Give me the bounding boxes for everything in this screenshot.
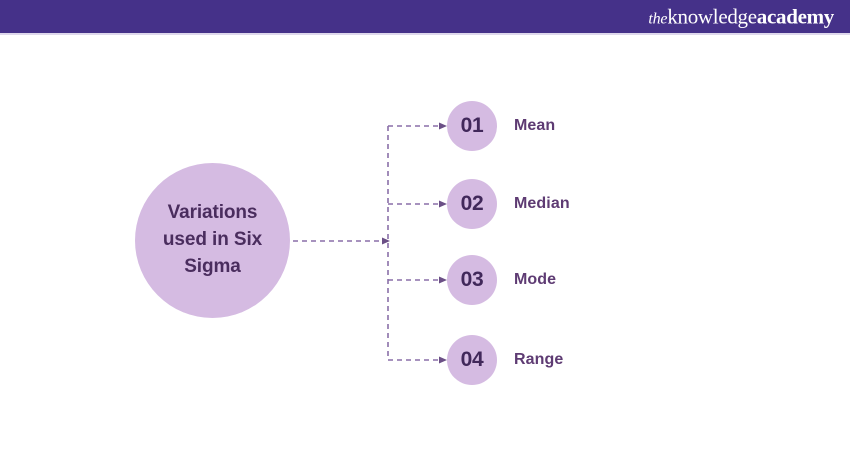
- arrowhead-2: [439, 200, 447, 208]
- page-header: theknowledgeacademy: [0, 0, 850, 33]
- branch-badge-1: 01: [447, 101, 497, 151]
- branch-item-median: 02 Median: [447, 179, 570, 229]
- main-node-label: Variations used in Six Sigma: [162, 202, 263, 277]
- branch-label-1: Mean: [514, 117, 556, 134]
- branch-item-range: 04 Range: [447, 335, 563, 385]
- branch-item-mode: 03 Mode: [447, 255, 556, 305]
- branch-label-3: Mode: [514, 271, 557, 288]
- branch-item-mean: 01 Mean: [447, 101, 555, 151]
- branch-number-1: 01: [460, 114, 484, 137]
- branch-number-4: 04: [460, 348, 484, 371]
- brand-knowledge-text: knowledge: [667, 4, 757, 28]
- arrowhead-3: [439, 276, 447, 284]
- branch-number-2: 02: [460, 192, 484, 215]
- diagram-canvas: Variations used in Six Sigma 01 Mean 02 …: [0, 33, 850, 450]
- branch-badge-2: 02: [447, 179, 497, 229]
- arrowhead-trunk: [382, 237, 390, 245]
- branch-badge-4: 04: [447, 335, 497, 385]
- branch-number-3: 03: [460, 268, 484, 291]
- main-node: Variations used in Six Sigma: [135, 163, 290, 318]
- branch-label-2: Median: [514, 195, 570, 212]
- arrowhead-1: [439, 122, 447, 130]
- brand-academy-text: academy: [756, 4, 835, 28]
- arrowhead-4: [439, 356, 447, 364]
- header-divider: [0, 33, 850, 35]
- connector-arrowheads: [382, 122, 447, 364]
- branch-label-4: Range: [514, 351, 564, 368]
- brand-the-text: the: [648, 10, 668, 27]
- connector-lines: [293, 122, 447, 364]
- brand-logo: theknowledgeacademy: [648, 6, 834, 27]
- branch-badge-3: 03: [447, 255, 497, 305]
